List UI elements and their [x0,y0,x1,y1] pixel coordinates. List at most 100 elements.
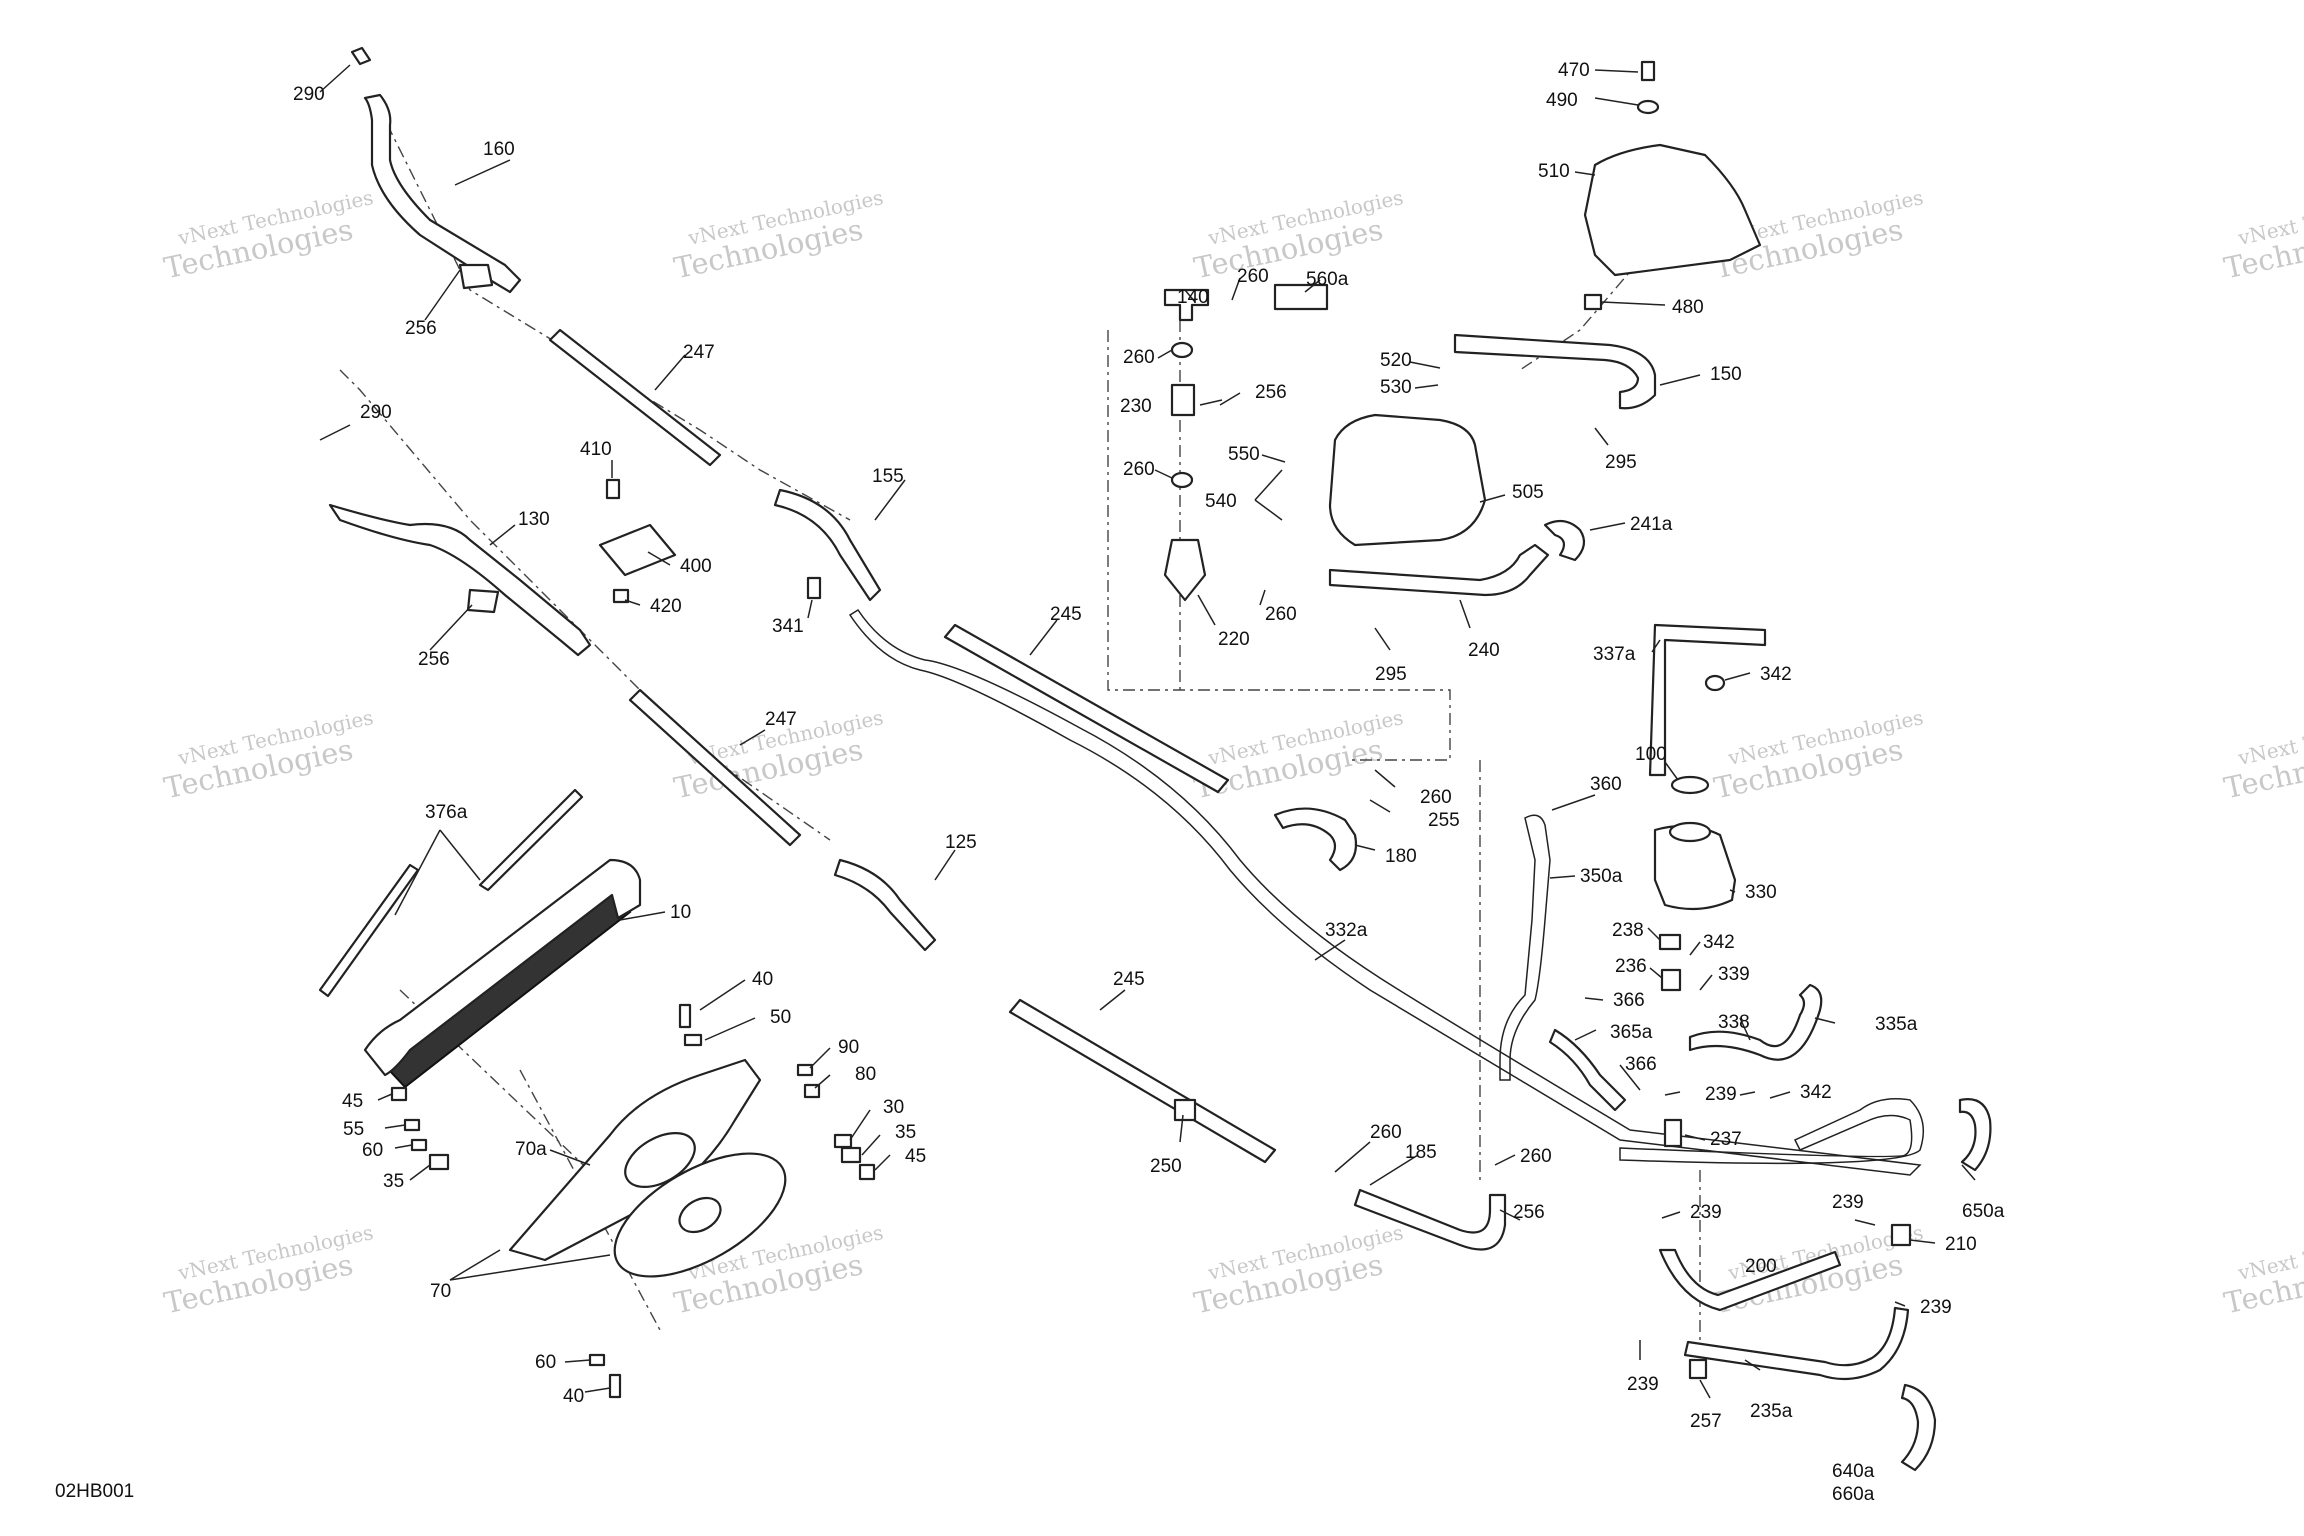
callout-332a: 332a [1325,920,1368,941]
callout-55: 55 [343,1119,364,1140]
callout-239-c: 239 [1832,1192,1864,1213]
watermark: vNext Technologies Technologies [2221,185,2304,285]
watermark: vNext Technologies Technologies [1191,185,1405,285]
watermark: vNext Technologies Technologies [2221,705,2304,805]
callout-260-b: 260 [1520,1146,1552,1167]
tube-247-upper [548,328,722,467]
callout-239-a: 239 [1705,1084,1737,1105]
thermostat-220 [1163,538,1207,602]
callout-540: 540 [1205,491,1237,512]
callout-239-e: 239 [1627,1374,1659,1395]
middle-hose-run [328,503,1277,1164]
callout-295-b: 295 [1375,664,1407,685]
fitting-560a [1273,283,1329,311]
callout-256-c: 256 [1513,1202,1545,1223]
callout-125: 125 [945,832,977,853]
watermark: vNext Technologies Technologies [1191,1220,1405,1320]
reservoir-assembly [1499,623,1992,1472]
watermark: vNext Technologies Technologies [161,185,375,285]
fitting-230 [1170,383,1196,417]
hose-180 [1273,807,1358,872]
fitting-236 [1660,968,1682,992]
clip-480 [1583,293,1603,311]
callout-239-d: 239 [1920,1297,1952,1318]
callout-290: 290 [293,84,325,105]
callout-410: 410 [580,439,612,460]
clamp-256 [458,263,494,290]
callout-260-c: 260 [1420,787,1452,808]
callout-260-e: 260 [1123,347,1155,368]
callout-150: 150 [1710,364,1742,385]
callout-342: 342 [1760,664,1792,685]
callout-530: 530 [1380,377,1412,398]
spacer-30 [833,1133,853,1149]
callout-220: 220 [1218,629,1250,650]
callout-360: 360 [1590,774,1622,795]
watermark: vNext Technologies Technologies [161,1220,375,1320]
leader-lines [319,64,1976,1399]
callout-339: 339 [1718,964,1750,985]
callout-650a: 650a [1962,1201,2005,1222]
callout-260-a: 260 [1370,1122,1402,1143]
seal-260 [1170,341,1194,359]
callout-240: 240 [1468,640,1500,661]
callout-80: 80 [855,1064,876,1085]
callout-255: 255 [1428,810,1460,831]
callout-640a: 640a [1832,1461,1875,1482]
cap-342 [1704,674,1726,692]
callout-237: 237 [1710,1129,1742,1150]
assembly-lines [339,99,1701,1360]
clamp-257 [1688,1358,1708,1380]
fasteners [390,478,876,1399]
callout-185: 185 [1405,1142,1437,1163]
hose-185 [1353,1188,1507,1251]
rod-376a-a [318,863,420,998]
callout-70a: 70a [515,1139,547,1160]
tube-332a [848,608,1925,1176]
callout-160: 160 [483,139,515,160]
washer-60-bottom [588,1353,606,1367]
washer-60 [410,1138,428,1152]
callout-labels: 290 160 256 247 410 400 420 290 130 256 … [293,60,2005,1505]
callout-35: 35 [895,1122,916,1143]
housing-505 [1328,413,1487,547]
callout-60: 60 [362,1140,383,1161]
callout-520: 520 [1380,350,1412,371]
callout-10: 10 [670,902,691,923]
grommet-35-left [428,1153,450,1171]
callout-342-b: 342 [1703,932,1735,953]
callout-45-b: 45 [342,1091,363,1112]
callout-140: 140 [1177,287,1209,308]
callout-238: 238 [1612,920,1644,941]
callout-250: 250 [1150,1156,1182,1177]
callout-366: 366 [1613,990,1645,1011]
bolt-410 [605,478,621,500]
hose-241a [1543,519,1586,562]
washer-55 [403,1118,421,1132]
hose-160 [363,93,522,294]
callout-180: 180 [1385,846,1417,867]
radiator-frame [363,858,642,1077]
upper-hose-run [350,46,882,602]
callout-560a: 560a [1306,269,1349,290]
callout-510: 510 [1538,161,1570,182]
callout-236: 236 [1615,956,1647,977]
callout-550: 550 [1228,444,1260,465]
bracket-400 [598,523,677,577]
callout-247-b: 247 [765,709,797,730]
washer-50 [683,1033,703,1047]
callout-330: 330 [1745,882,1777,903]
callout-470: 470 [1558,60,1590,81]
callout-130: 130 [518,509,550,530]
hose-650a [1958,1098,1992,1172]
callout-260-f: 260 [1123,459,1155,480]
nut-45-left [390,1086,408,1102]
bolt-40 [678,1003,692,1029]
callout-257: 257 [1690,1411,1722,1432]
callout-40: 40 [752,969,773,990]
bolt-470 [1640,60,1656,82]
callout-245: 245 [1050,604,1082,625]
callout-256: 256 [405,318,437,339]
callout-45: 45 [905,1146,926,1167]
